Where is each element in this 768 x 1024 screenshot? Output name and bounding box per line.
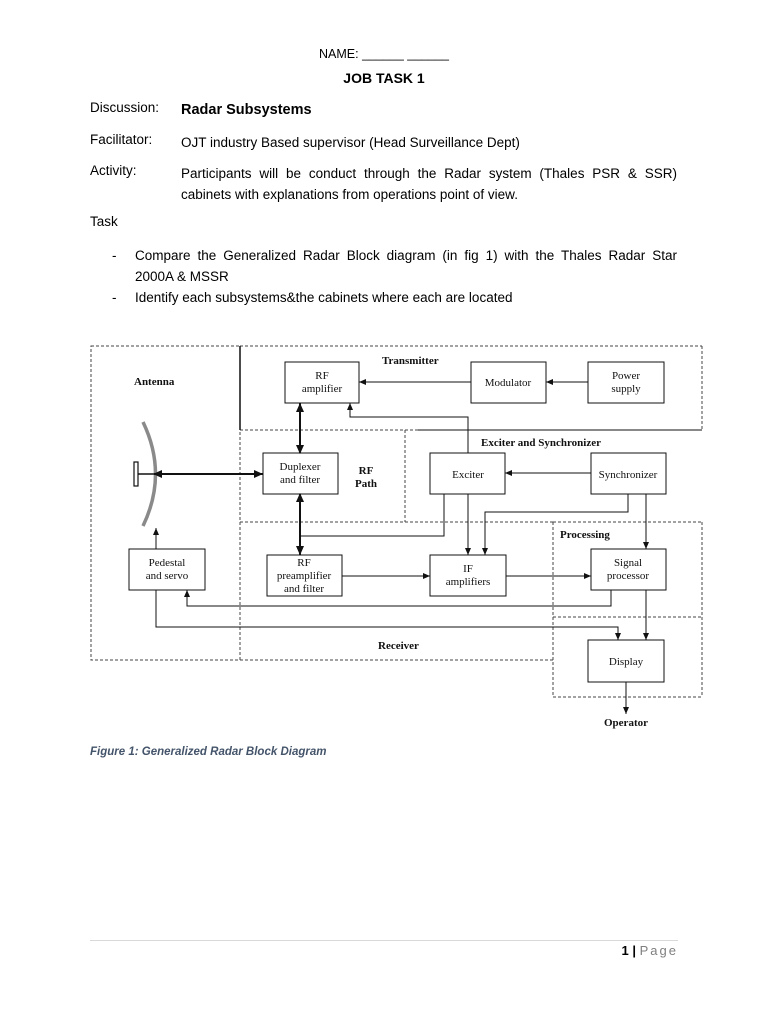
region-label-processing: Processing <box>560 529 610 541</box>
region-label-antenna: Antenna <box>134 376 175 388</box>
task-list: - Compare the Generalized Radar Block di… <box>112 245 677 308</box>
rf-path-connections <box>153 403 304 555</box>
signal-processor-label-2: processor <box>607 570 649 582</box>
rf-preamp-label-3: and filter <box>284 583 324 595</box>
region-label-rf-path-2: Path <box>355 478 377 490</box>
bullet-dash: - <box>112 290 117 305</box>
activity-label: Activity: <box>90 163 137 178</box>
bullet-dash: - <box>112 248 117 263</box>
task-item: - Compare the Generalized Radar Block di… <box>112 245 677 287</box>
task-label: Task <box>90 214 118 229</box>
region-label-receiver: Receiver <box>378 640 419 652</box>
facilitator-value: OJT industry Based supervisor (Head Surv… <box>181 135 520 150</box>
activity-value: Participants will be conduct through the… <box>181 166 677 202</box>
page-number: 1 <box>621 943 629 958</box>
block-exciter <box>429 452 506 495</box>
region-label-operator: Operator <box>604 717 648 729</box>
discussion-label: Discussion: <box>90 100 160 115</box>
rf-amplifier-label-2: amplifier <box>302 383 343 395</box>
rf-amplifier-label: RF <box>315 370 328 382</box>
region-label-transmitter: Transmitter <box>382 355 439 367</box>
rf-preamp-label: RF <box>297 557 310 569</box>
rf-preamp-label-2: preamplifier <box>277 570 332 582</box>
pedestal-label-2: and servo <box>146 570 189 582</box>
block-rf-amplifier <box>284 361 360 404</box>
footer-divider <box>90 940 678 941</box>
block-pedestal <box>128 548 206 591</box>
facilitator-label: Facilitator: <box>90 132 153 147</box>
synchronizer-label: Synchronizer <box>599 469 658 481</box>
power-supply-label: Power <box>612 370 640 382</box>
pedestal-label: Pedestal <box>149 557 186 569</box>
task-item-text: Identify each subsystems&the cabinets wh… <box>135 290 513 305</box>
if-amplifiers-label: IF <box>463 563 473 575</box>
block-duplexer <box>262 452 339 495</box>
block-synchronizer <box>590 452 667 495</box>
page-footer: 1 | Page <box>622 943 679 958</box>
region-label-exciter-sync: Exciter and Synchronizer <box>481 437 601 449</box>
job-task-title: JOB TASK 1 <box>343 70 425 86</box>
name-line: NAME: ______ ______ <box>319 47 449 61</box>
block-signal-processor <box>590 548 667 591</box>
signal-processor-label: Signal <box>614 557 642 569</box>
power-supply-label-2: supply <box>611 383 641 395</box>
region-label-rf-path: RF <box>359 465 374 477</box>
block-power-supply <box>587 361 665 404</box>
display-label: Display <box>609 656 644 668</box>
duplexer-label-2: and filter <box>280 474 320 486</box>
if-amplifiers-label-2: amplifiers <box>446 576 491 588</box>
task-item-text: Compare the Generalized Radar Block diag… <box>135 248 677 284</box>
modulator-label: Modulator <box>485 377 532 389</box>
task-item: - Identify each subsystems&the cabinets … <box>112 287 677 308</box>
antenna-dish-icon <box>133 421 158 527</box>
signal-connections <box>153 379 649 714</box>
page-word: Page <box>639 943 678 958</box>
page-separator: | <box>632 943 636 958</box>
discussion-value: Radar Subsystems <box>181 102 312 118</box>
figure-caption: Figure 1: Generalized Radar Block Diagra… <box>90 746 327 758</box>
duplexer-label: Duplexer <box>280 461 321 473</box>
exciter-label: Exciter <box>452 469 484 481</box>
radar-block-diagram: Antenna Transmitter Exciter and Synchron… <box>90 345 703 729</box>
block-display <box>587 639 665 683</box>
